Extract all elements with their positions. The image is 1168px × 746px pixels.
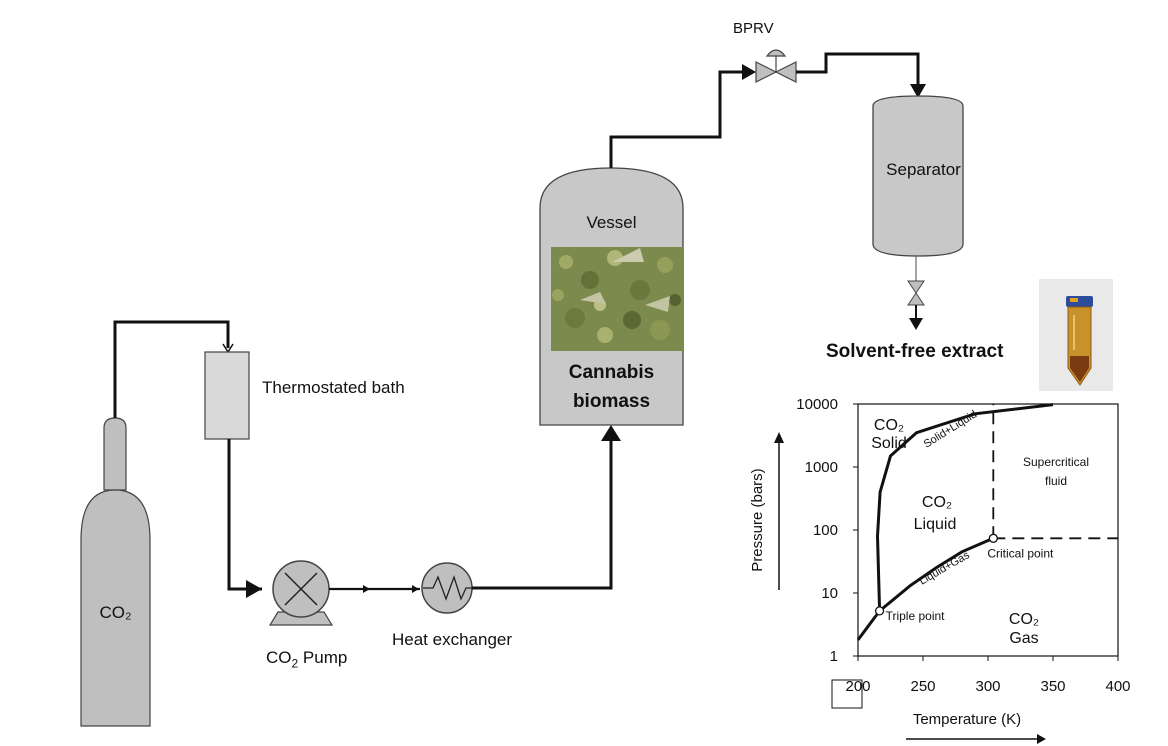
- x-axis-label: Temperature (K): [913, 711, 1021, 728]
- region-gas-line1: CO₂: [1009, 611, 1039, 628]
- pipe-cylinder-to-bath: [113, 320, 230, 418]
- region-supercritical-line2: fluid: [1045, 474, 1067, 488]
- solid-gas-curve: [856, 610, 881, 641]
- region-liquid-line2: Liquid: [914, 516, 957, 533]
- pipe-bath-to-pump: [227, 439, 262, 591]
- vessel-content-line1: Cannabis: [568, 362, 655, 383]
- triple-point-label: Triple point: [886, 609, 946, 623]
- region-supercritical-line1: Supercritical: [1023, 455, 1089, 469]
- x-axis-arrow-head: [1037, 734, 1046, 744]
- solid-liquid-curve: [875, 403, 1054, 611]
- region-solid-line2: Solid: [871, 435, 907, 452]
- co2-pump-label: CO2 Pump: [266, 648, 347, 670]
- thermostated-bath: [204, 351, 250, 440]
- co2-pump-label-main: CO: [266, 648, 292, 667]
- region-gas-line2: Gas: [1009, 630, 1038, 647]
- y-axis-arrow-head: [774, 432, 784, 443]
- y-tick-label-100: 100: [813, 522, 838, 539]
- separator-label: Separator: [886, 160, 961, 179]
- pipe-bprv-to-separator: [796, 52, 920, 86]
- y-tick-label-1: 1: [830, 648, 838, 665]
- y-tick-label-10: 10: [821, 585, 838, 602]
- heat-exchanger: [421, 562, 473, 614]
- heat-exchanger-label: Heat exchanger: [392, 630, 513, 649]
- extraction-vessel: [539, 167, 684, 426]
- critical-point-marker: [988, 533, 998, 543]
- bprv-label: BPRV: [733, 20, 774, 37]
- arrow-into-pump: [246, 580, 262, 598]
- liquid-gas-curve: [878, 536, 994, 613]
- outlet-valve: [907, 280, 925, 306]
- x-tick-label-300: 300: [975, 678, 1000, 695]
- separator-vessel: [872, 95, 964, 257]
- x-tick-label-200: 200: [845, 678, 870, 695]
- extract-vial-photo: [1039, 279, 1113, 391]
- pipe-vessel-to-bprv: [609, 70, 744, 168]
- extract-label: Solvent-free extract: [826, 341, 1004, 362]
- region-liquid-line1: CO₂: [922, 494, 952, 511]
- y-axis-label: Pressure (bars): [749, 468, 766, 571]
- vessel-label: Vessel: [586, 213, 637, 232]
- pipe-exchanger-to-vessel: [472, 440, 613, 590]
- y-tick-label-1000: 1000: [805, 459, 838, 476]
- arrow-into-vessel: [601, 425, 621, 441]
- thermostated-bath-label: Thermostated bath: [262, 378, 405, 397]
- co2-pump-label-suffix: Pump: [298, 648, 348, 667]
- co2-pump-label-sub: 2: [291, 656, 299, 671]
- co2-cylinder: [80, 417, 151, 727]
- liquid-gas-label: Liquid+Gas: [917, 549, 972, 588]
- x-tick-label-350: 350: [1040, 678, 1065, 695]
- co2-pump: [268, 560, 334, 626]
- x-tick-label-400: 400: [1105, 678, 1130, 695]
- vessel-content-line2: biomass: [572, 391, 651, 412]
- phase-diagram-chart: 200 250 300 350 400 1 10 100 1000 10000Temperatur…: [749, 396, 1131, 744]
- y-tick-label-10000: 10000: [796, 396, 838, 413]
- co2-cylinder-label: CO₂: [99, 603, 132, 622]
- triple-point-marker: [874, 606, 885, 616]
- x-tick-label-250: 250: [910, 678, 935, 695]
- region-solid-line1: CO₂: [874, 417, 904, 434]
- critical-point-label: Critical point: [987, 546, 1054, 560]
- bprv-valve: [755, 49, 797, 83]
- origin-corner-box: [831, 679, 863, 709]
